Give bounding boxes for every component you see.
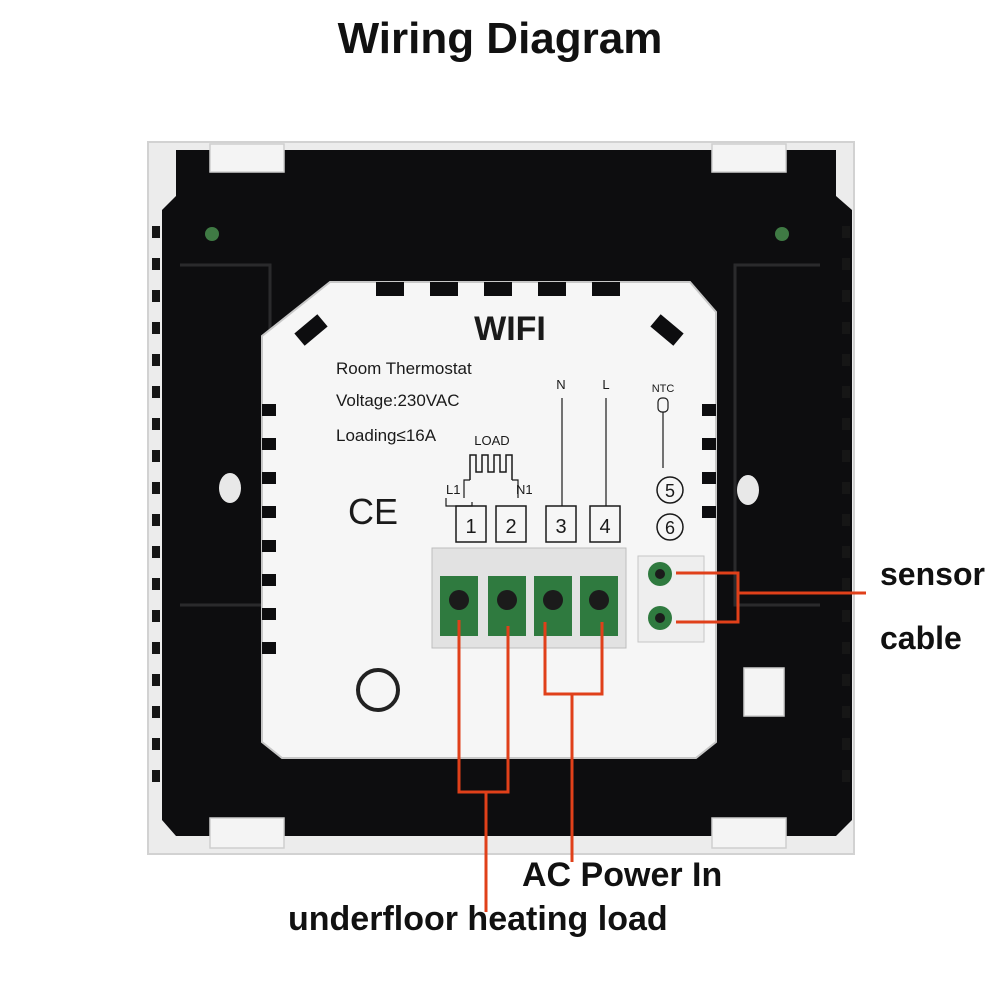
module-line2: Voltage:230VAC [336, 391, 460, 410]
module-brand: WIFI [474, 310, 546, 348]
corner-slot [294, 314, 328, 346]
heating-load-label: underfloor heating load [288, 900, 668, 938]
l1-label: L1 [446, 482, 460, 497]
printed-wiring [445, 397, 669, 507]
terminal-number-3: 3 [555, 516, 566, 538]
sensor-circle-6 [656, 513, 684, 541]
n1-label: N1 [516, 482, 533, 497]
load-symbol-label: LOAD [474, 433, 509, 448]
frame-vent-slots [152, 226, 850, 782]
module-top-vents [376, 282, 620, 296]
sensor-cable-label-line1: sensor [880, 556, 985, 592]
module-line1: Room Thermostat [336, 359, 472, 378]
l-label: L [602, 377, 609, 392]
reset-hole [356, 668, 400, 712]
diagram-title: Wiring Diagram [337, 14, 663, 63]
sensor-number-5: 5 [665, 481, 675, 501]
sensor-number-6: 6 [665, 518, 675, 538]
terminal-number-4: 4 [599, 516, 610, 538]
corner-slot [650, 314, 684, 346]
frame-clips [209, 143, 787, 849]
plate-screws [205, 227, 789, 241]
n-label: N [556, 377, 565, 392]
load-callout-line [457, 620, 510, 794]
ntc-label: NTC [652, 383, 675, 395]
printed-terminal-boxes [455, 505, 621, 543]
load-symbol [469, 454, 513, 480]
sensor-circle-5 [656, 476, 684, 504]
ce-mark: CE [348, 491, 398, 532]
callout-lines [457, 571, 866, 912]
thermostat-module [261, 281, 717, 759]
sensor-cable-label-line2: cable [880, 620, 962, 656]
sensor-callout-line [676, 571, 740, 624]
mounting-holes [219, 473, 759, 505]
sensor-terminals [637, 555, 705, 643]
terminal-number-1: 1 [465, 516, 476, 538]
module-side-vents [262, 404, 716, 654]
screw-terminals [440, 576, 618, 636]
module-line3: Loading≤16A [336, 426, 437, 445]
ac-power-label: AC Power In [522, 856, 723, 894]
terminal-number-2: 2 [505, 516, 516, 538]
